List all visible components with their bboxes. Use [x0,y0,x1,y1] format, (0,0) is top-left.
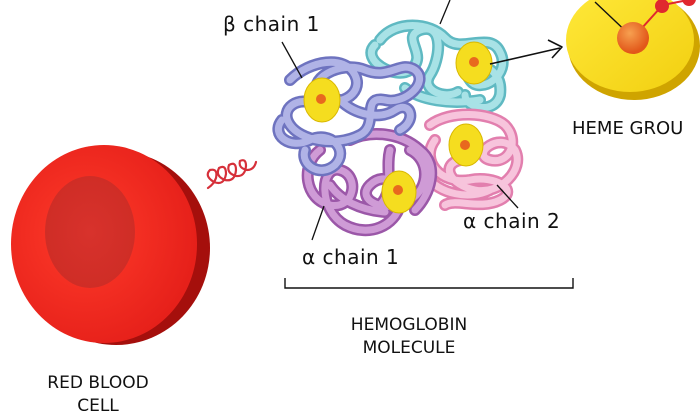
label-hemoglobin-molecule: HEMOGLOBIN MOLECULE [334,314,484,360]
oxygen-atom [682,0,696,6]
hemoglobin-line-2: MOLECULE [362,337,456,358]
rbc-line-1: RED BLOOD [47,373,149,393]
squiggle-connector [206,159,258,190]
leader-alpha-2 [496,184,519,209]
label-heme-group: HEME GROU [572,118,684,139]
heme-alpha-1 [381,170,417,214]
heme-beta-2 [455,41,493,85]
heme-beta-1 [303,77,341,123]
beta-chain-1 [272,56,426,177]
label-beta-chain-1: β chain 1 [223,12,320,36]
heme-group-large [566,0,700,100]
red-blood-cell [11,145,210,345]
arrow-to-heme [489,39,563,65]
label-red-blood-cell: RED BLOOD CELL [18,372,178,418]
hemoglobin-line-1: HEMOGLOBIN [350,315,468,335]
hemoglobin-bracket [284,278,574,289]
leader-beta-1 [281,41,303,79]
heme-alpha-2 [448,123,484,167]
rbc-line-2: CELL [77,395,119,416]
alpha-chain-1 [301,128,438,237]
leader-alpha-1 [311,205,325,241]
label-alpha-chain-1: α chain 1 [302,245,400,269]
leader-top [439,0,451,25]
oxygen-atom [655,0,669,13]
label-alpha-chain-2: α chain 2 [463,209,561,233]
